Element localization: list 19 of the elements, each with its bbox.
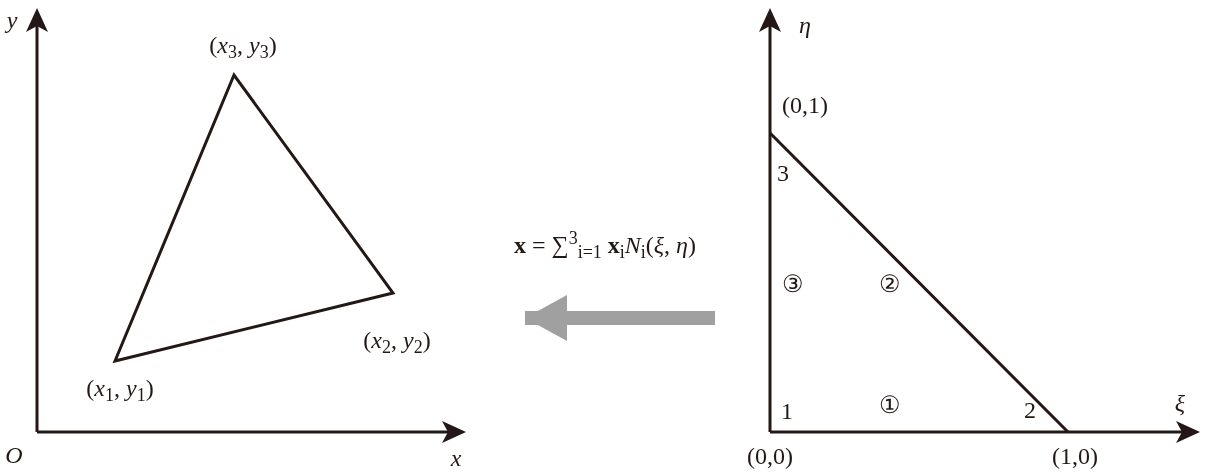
- coordinate-label: 1: [781, 399, 793, 423]
- formula-label: x = ∑$^{3}$$_{i=1}$ x$_{i}$N$_{i}$(ξ, η): [514, 227, 696, 263]
- coordinate-label: (x$_{3}$, y$_{3}$): [209, 33, 277, 57]
- coordinate-label: (x$_{2}$, y$_{2}$): [363, 328, 431, 352]
- coordinate-label: 3: [777, 161, 789, 185]
- mapping-arrow: [525, 295, 715, 341]
- coordinate-label: x: [450, 446, 462, 470]
- coordinate-label: (x$_{1}$, y$_{1}$): [86, 376, 154, 400]
- coordinate-label: ξ: [1174, 391, 1186, 415]
- coordinate-label: (1,0): [1052, 444, 1098, 468]
- coordinate-label: ②: [879, 272, 901, 296]
- coordinate-label: ①: [879, 393, 901, 417]
- coordinate-label: ③: [782, 272, 804, 296]
- coordinate-label: η: [799, 13, 811, 37]
- coordinate-label: (0,1): [782, 93, 828, 117]
- coordinate-label: y: [6, 8, 18, 32]
- coordinate-label: (0,0): [747, 444, 793, 468]
- coordinate-label: 2: [1024, 398, 1036, 422]
- coordinate-label: O: [5, 443, 23, 467]
